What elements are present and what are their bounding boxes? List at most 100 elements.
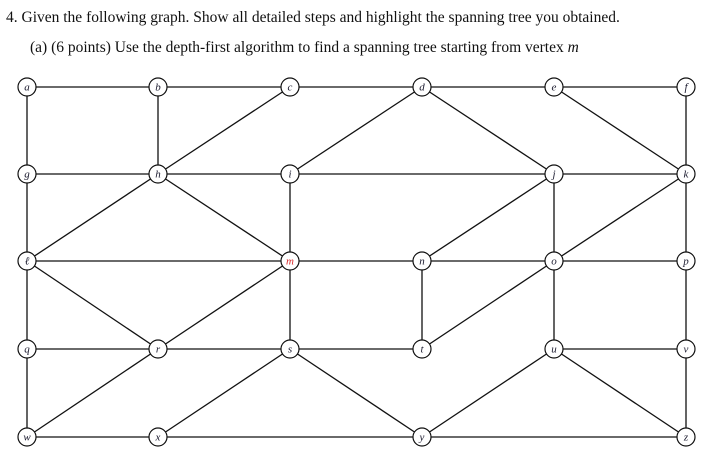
- vertex-label: e: [552, 82, 557, 94]
- vertex-label: a: [24, 82, 30, 94]
- vertex-circle: [544, 77, 564, 97]
- vertex-s: s: [280, 339, 300, 359]
- vertex-circle: [676, 77, 696, 97]
- vertex-f: f: [676, 77, 696, 97]
- vertex-y: y: [412, 427, 432, 447]
- vertex-circle: [17, 427, 37, 447]
- vertex-j: j: [544, 164, 564, 184]
- vertex-label: o: [551, 256, 557, 268]
- vertex-k: k: [676, 164, 696, 184]
- vertex-circle: [280, 251, 300, 271]
- vertex-circle: [544, 251, 564, 271]
- edge-h-m: [157, 173, 291, 262]
- vertex-circle: [17, 77, 37, 97]
- vertex-circle: [676, 339, 696, 359]
- vertex-circle: [412, 251, 432, 271]
- vertex-label: m: [286, 256, 294, 268]
- vertex-v: v: [676, 339, 696, 359]
- vertex-circle: [676, 251, 696, 271]
- edge-s-x: [157, 348, 291, 438]
- vertex-circle: [148, 77, 168, 97]
- edge-d-i: [289, 86, 423, 175]
- vertex-z: z: [676, 427, 696, 447]
- edge-e-k: [553, 86, 687, 175]
- vertex-label: q: [24, 344, 30, 356]
- vertex-label: z: [683, 432, 689, 444]
- vertex-circle: [412, 427, 432, 447]
- vertex-r: r: [148, 339, 168, 359]
- vertex-label: c: [288, 82, 293, 94]
- edge-j-n: [421, 173, 555, 262]
- edge-d-j: [421, 86, 555, 175]
- vertex-label: w: [23, 432, 31, 444]
- question-number: 4.: [6, 9, 18, 26]
- vertex-t: t: [412, 339, 432, 359]
- subpart-label: (a): [30, 39, 48, 56]
- edge-m-r: [157, 260, 291, 350]
- vertex-label: y: [419, 432, 425, 444]
- vertex-label: v: [684, 344, 689, 356]
- vertex-label: s: [288, 344, 292, 356]
- question-text: 4. Given the following graph. Show all d…: [6, 9, 620, 27]
- vertex-i: i: [280, 164, 300, 184]
- vertex-label: i: [288, 169, 291, 181]
- edge-u-y: [421, 348, 555, 438]
- vertex-circle: [676, 427, 696, 447]
- vertex-label: f: [684, 82, 689, 94]
- vertex-n: n: [412, 251, 432, 271]
- vertex-m: m: [280, 251, 300, 271]
- vertex-circle: [280, 164, 300, 184]
- vertex-circle: [676, 164, 696, 184]
- vertex-w: w: [17, 427, 37, 447]
- vertex-circle: [17, 339, 37, 359]
- edge-c-h: [157, 86, 291, 175]
- vertex-label: p: [682, 256, 689, 268]
- edge-o-t: [421, 260, 555, 350]
- vertex-label: d: [419, 82, 425, 94]
- vertex-a: a: [17, 77, 37, 97]
- vertex-x: x: [148, 427, 168, 447]
- edge-s-y: [289, 348, 423, 438]
- vertex-label: j: [550, 169, 555, 181]
- start-vertex: m: [567, 39, 579, 56]
- edge-h-l: [26, 173, 159, 262]
- vertex-p: p: [676, 251, 696, 271]
- vertex-label: b: [155, 82, 161, 94]
- subpart-a: (a) (6 points) Use the depth-first algor…: [30, 39, 579, 57]
- vertex-circle: [544, 164, 564, 184]
- vertex-circle: [17, 251, 37, 271]
- vertex-e: e: [544, 77, 564, 97]
- vertex-g: g: [17, 164, 37, 184]
- vertex-circle: [412, 339, 432, 359]
- subpart-points: (6 points): [51, 39, 111, 56]
- vertex-circle: [544, 339, 564, 359]
- subpart-text: Use the depth-first algorithm to find a …: [114, 39, 564, 56]
- edge-r-w: [26, 348, 159, 438]
- vertex-label: g: [24, 169, 30, 181]
- vertex-o: o: [544, 251, 564, 271]
- vertex-circle: [148, 427, 168, 447]
- vertex-d: d: [412, 77, 432, 97]
- graph-edges: [26, 86, 687, 438]
- vertex-label: k: [684, 169, 690, 181]
- edge-l-r: [26, 260, 159, 350]
- vertex-circle: [17, 164, 37, 184]
- vertex-label: x: [155, 432, 161, 444]
- vertex-q: q: [17, 339, 37, 359]
- vertex-circle: [148, 164, 168, 184]
- vertex-circle: [148, 339, 168, 359]
- vertex-label: r: [156, 344, 161, 356]
- vertex-circle: [280, 77, 300, 97]
- vertex-label: ℓ: [25, 256, 30, 268]
- vertex-l: ℓ: [17, 251, 37, 271]
- question-body: Given the following graph. Show all deta…: [21, 9, 620, 26]
- vertex-h: h: [148, 164, 168, 184]
- vertex-label: t: [420, 344, 424, 356]
- vertex-label: n: [419, 256, 425, 268]
- vertex-c: c: [280, 77, 300, 97]
- vertex-circle: [280, 339, 300, 359]
- vertex-circle: [412, 77, 432, 97]
- edge-u-z: [553, 348, 687, 438]
